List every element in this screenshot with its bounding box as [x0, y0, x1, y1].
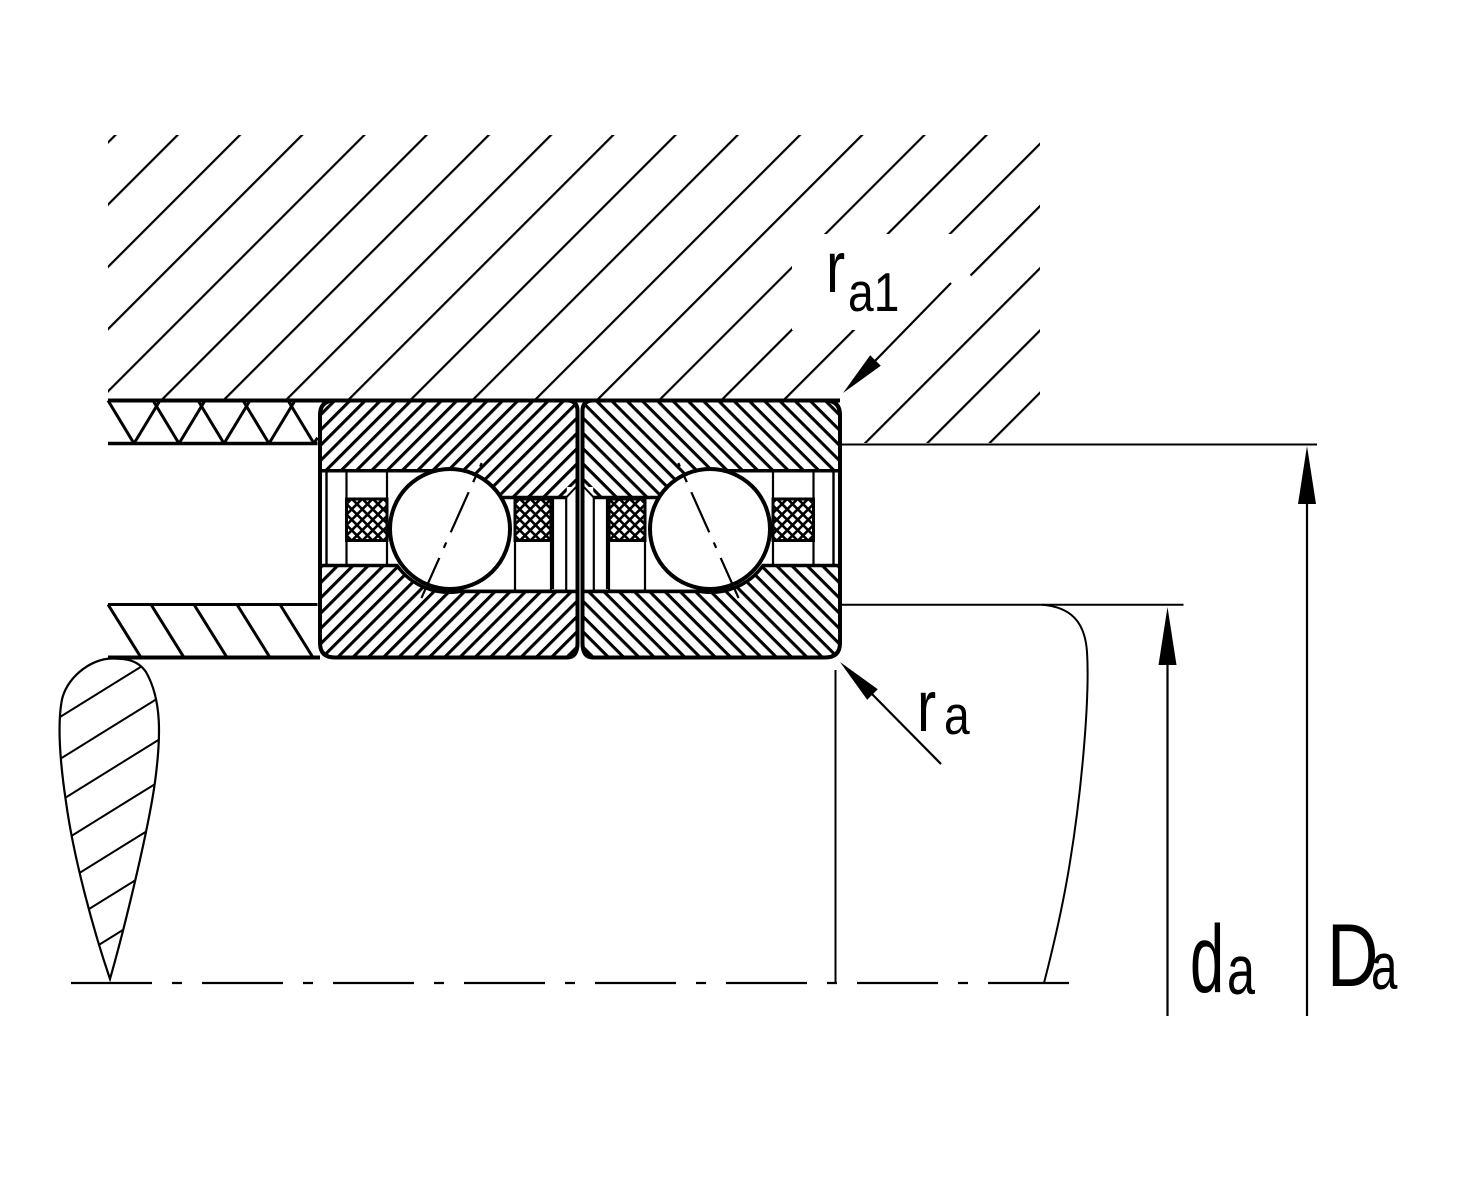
svg-text:r: r: [826, 227, 845, 308]
svg-text:a: a: [1227, 931, 1255, 1009]
svg-text:r: r: [917, 666, 936, 747]
svg-text:d: d: [1190, 906, 1224, 1013]
svg-text:a1: a1: [848, 261, 899, 323]
svg-text:D: D: [1327, 906, 1378, 1005]
svg-text:a: a: [944, 684, 970, 746]
svg-text:a: a: [1371, 930, 1397, 1003]
